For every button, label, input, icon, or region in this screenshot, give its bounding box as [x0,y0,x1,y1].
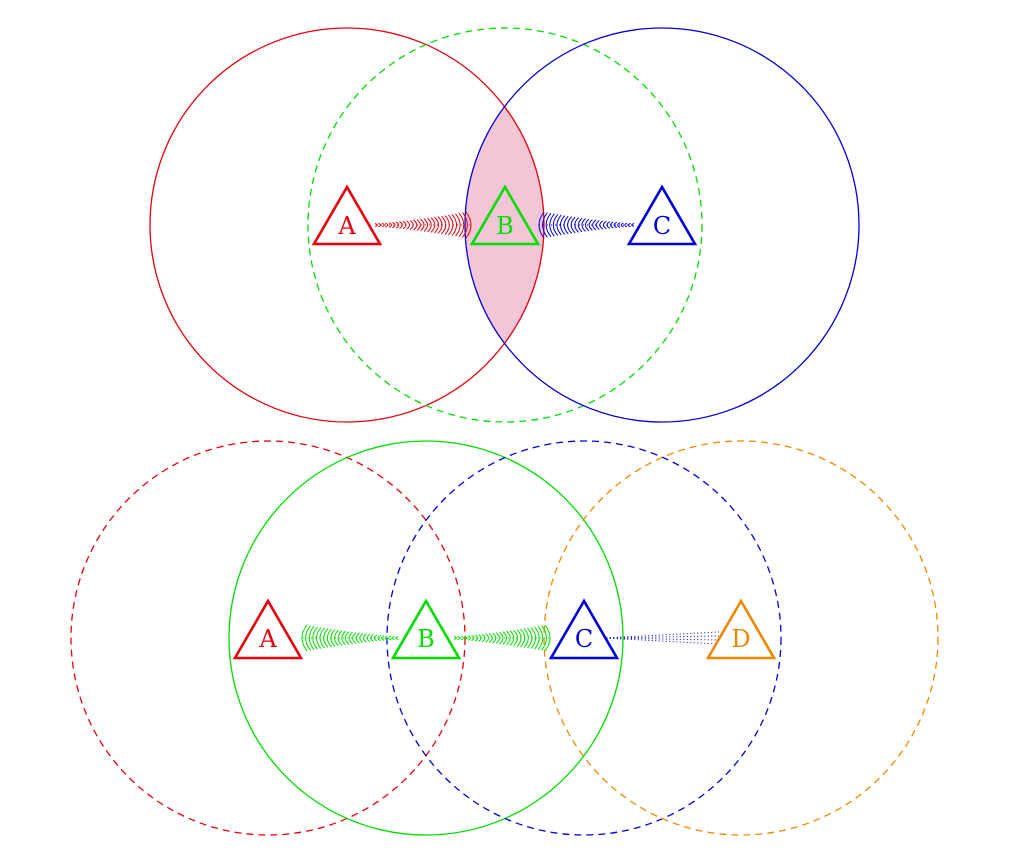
bottom-node-d-label: D [731,625,750,653]
bottom-node-d: D [705,598,777,660]
bottom-node-a: A [232,598,304,660]
bottom-node-c-triangle-icon [548,598,620,660]
bottom-node-c: C [548,598,620,660]
bottom-node-c-label: C [575,625,593,653]
bottom-node-b-label: B [417,625,435,653]
bottom-node-b-triangle-icon [390,598,462,660]
top-node-b-label: B [496,212,514,240]
top-node-a-label: A [337,212,356,240]
signal-link-1 [538,211,635,239]
top-node-c-triangle-icon [626,184,698,246]
top-nodes: A B C [311,184,698,246]
bottom-node-d-triangle-icon [705,598,777,660]
top-node-c-label: C [653,212,671,240]
top-node-c: C [626,184,698,246]
bottom-node-a-label: A [258,625,277,653]
bottom-node-b: B [390,598,462,660]
signal-links [301,211,720,652]
top-node-b: B [469,184,541,246]
top-range-b [307,27,703,423]
bottom-range-b [228,440,624,836]
signal-link-0 [374,211,472,239]
signal-link-2 [301,624,399,652]
signal-link-3 [453,624,551,652]
top-node-b-triangle-icon [469,184,541,246]
bottom-node-a-triangle-icon [232,598,304,660]
bottom-nodes: A B C D [232,598,777,660]
top-node-a: A [311,184,383,246]
signal-link-4 [602,631,720,645]
top-node-a-triangle-icon [311,184,383,246]
